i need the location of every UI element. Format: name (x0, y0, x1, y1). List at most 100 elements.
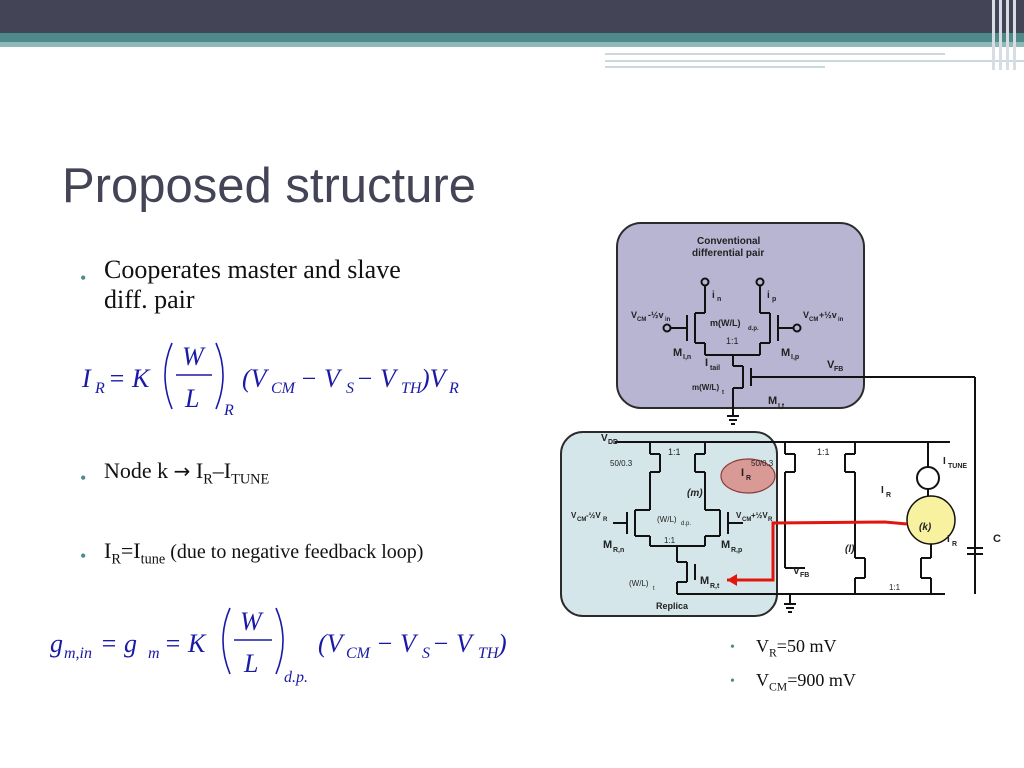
label-mwl-t-sub: t (722, 390, 724, 396)
label-mip-sub: I,p (791, 354, 799, 361)
label-node-l: (l) (845, 544, 855, 555)
conventional-box (616, 222, 865, 409)
bullet-dot: • (730, 640, 735, 655)
label-vcm-vin-right-sub: CM (809, 317, 818, 323)
eq1-minus-1: − V (300, 364, 343, 393)
eq1-l: L (184, 384, 199, 413)
ir-circle (720, 458, 776, 494)
header-stripe (992, 0, 995, 70)
header-stripe (1013, 0, 1016, 70)
bullet-3-tune-sub: tune (140, 551, 166, 568)
label-node-m: (m) (687, 488, 703, 499)
label-itune-sub: TUNE (948, 463, 967, 470)
label-ir-k: I (947, 534, 950, 545)
label-size-a: 50/0.3 (610, 459, 633, 468)
label-ratio-d: 1:1 (664, 536, 676, 545)
bullet-dot: • (730, 674, 735, 689)
label-ir-right: I (881, 485, 884, 496)
label-mit-sub: I,t (778, 403, 785, 410)
label-vcm-vr-right-sub2: R (768, 517, 773, 523)
eq1-vr-sub: R (448, 380, 459, 397)
label-mrt: M (700, 575, 709, 587)
bullet-2-text: Node k (104, 458, 174, 483)
label-vcm-vr-left: V (571, 511, 577, 520)
page-title: Proposed structure (62, 159, 476, 213)
header-stripe (999, 0, 1002, 70)
label-vcm-vin-right-rest: +½v (819, 310, 837, 320)
label-vdd: V (601, 433, 608, 444)
label-vcm-vr-left-sub2: R (603, 517, 608, 523)
label-vfb-top-sub: FB (834, 366, 843, 373)
label-vcm-vr-left-rest: -½V (586, 511, 601, 520)
eq2-w: W (240, 607, 264, 636)
equation-gm: g m,in = g m = K W L d.p. (V CM − V S − … (50, 607, 507, 686)
bullet-1-line-1: Cooperates master and slave (104, 255, 401, 284)
eq2-m-sub: m (148, 645, 160, 662)
label-vcm-vin-left-sub2: in (665, 317, 671, 323)
arrow-right-icon: → (173, 459, 191, 483)
eq2-min-sub: m,in (64, 645, 92, 662)
eq2-minus-1: − V (376, 629, 419, 658)
note-vcm: VCM=900 mV (756, 670, 856, 694)
note-vr-value: =50 mV (776, 636, 837, 656)
bullet-2-i: I (190, 458, 204, 483)
label-ip-sub: p (772, 296, 776, 303)
conventional-title-2: differential pair (692, 248, 764, 259)
itune-source (916, 466, 940, 490)
label-vcm-vr-right-rest: +½V (751, 511, 768, 520)
bullet-3-r-sub: R (111, 551, 121, 568)
header-bar (0, 0, 1024, 33)
label-mwl-dp-sub: d.p. (748, 326, 759, 332)
label-itail: I (705, 357, 708, 369)
header-teal-light-band (0, 42, 1024, 47)
label-itune: I (943, 456, 946, 467)
label-mrp-sub: R,p (731, 547, 742, 554)
label-ir-k-sub: R (952, 541, 957, 548)
header-teal-band (0, 33, 1024, 42)
label-in-sub: n (717, 296, 721, 303)
label-vfb-bottom-sub: FB (800, 572, 809, 579)
label-ip: i (767, 290, 770, 301)
bullet-dot: • (80, 268, 87, 288)
replica-wiring (613, 441, 983, 613)
bullet-3: IR=Itune (due to negative feedback loop) (104, 538, 423, 568)
circuit-labels: Conventional differential pair i n i p V… (571, 236, 1001, 611)
label-node-k: (k) (919, 522, 932, 533)
label-in: i (712, 290, 715, 301)
label-mrn: M (603, 539, 612, 551)
eq2-minus-2: − V (432, 629, 475, 658)
label-min: M (673, 347, 682, 359)
bullet-2-r-sub: R (203, 471, 213, 488)
eq1-w: W (182, 342, 206, 371)
label-wl-dp-sub: d.p. (681, 521, 691, 527)
eq1-i: I (81, 364, 92, 393)
label-vcm-vin-left: V (631, 310, 637, 320)
label-vdd-sub: DD (608, 439, 618, 446)
label-vcm-vin-left-sub: CM (637, 317, 646, 323)
label-vfb-top: V (827, 359, 835, 371)
label-vcm-vr-right-sub: CM (742, 517, 751, 523)
conventional-wiring (662, 277, 976, 448)
eq1-cm: CM (271, 380, 297, 397)
label-mrn-sub: R,n (613, 547, 624, 554)
bullet-2: Node k → IR–ITUNE (104, 458, 269, 488)
label-wl-dp: (W/L) (657, 515, 677, 524)
conventional-title-1: Conventional (697, 236, 761, 247)
label-vfb-bottom: V (793, 566, 800, 577)
label-mrt-sub: R,t (710, 583, 720, 590)
label-ir-right-sub: R (886, 492, 891, 499)
eq2-th: TH (478, 645, 500, 662)
eq1-minus-2: − V (356, 364, 399, 393)
feedback-arrow-icon (727, 574, 737, 586)
header-rule (605, 66, 825, 68)
eq2-eq-k: = K (164, 629, 207, 658)
note-vcm-value: =900 mV (787, 670, 856, 690)
eq1-th: TH (401, 380, 423, 397)
eq2-close: ) (496, 629, 507, 658)
label-vcm-vin-right: V (803, 310, 809, 320)
eq2-s: S (422, 645, 430, 662)
header-rule (605, 60, 1024, 62)
label-vcm-vin-left-rest: -½v (648, 310, 664, 320)
bullet-3-eq: =I (120, 538, 141, 563)
circuit-diagram: Conventional differential pair i n i p V… (560, 222, 1001, 617)
